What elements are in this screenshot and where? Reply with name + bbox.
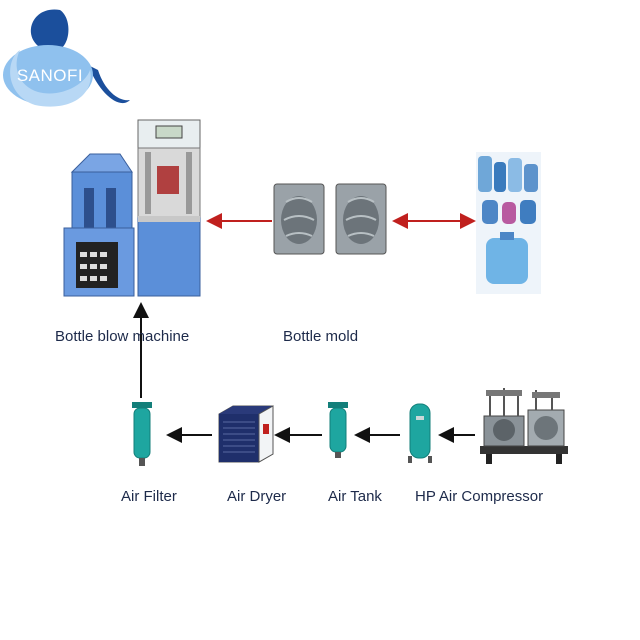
label-air-filter: Air Filter [121, 488, 177, 505]
logo-text: SANOFI [17, 66, 83, 85]
air-filter-image [132, 402, 152, 466]
bottles-image [476, 152, 541, 294]
sanofi-logo: SANOFI [3, 9, 130, 107]
bottle-blow-machine-image [63, 119, 201, 297]
label-bottle-mold: Bottle mold [283, 328, 359, 345]
label-bottle-blow-machine: Bottle blow machine [55, 328, 190, 345]
air-dryer-image [218, 405, 274, 463]
hp-air-compressor-image [480, 388, 568, 464]
label-air-dryer: Air Dryer [227, 488, 287, 505]
air-tank-image [408, 403, 432, 463]
label-hp-air-compressor: HP Air Compressor [415, 488, 544, 505]
bottle-mold-image [273, 183, 387, 255]
label-air-tank: Air Tank [328, 488, 382, 505]
air-tank-filter-image [328, 402, 348, 458]
